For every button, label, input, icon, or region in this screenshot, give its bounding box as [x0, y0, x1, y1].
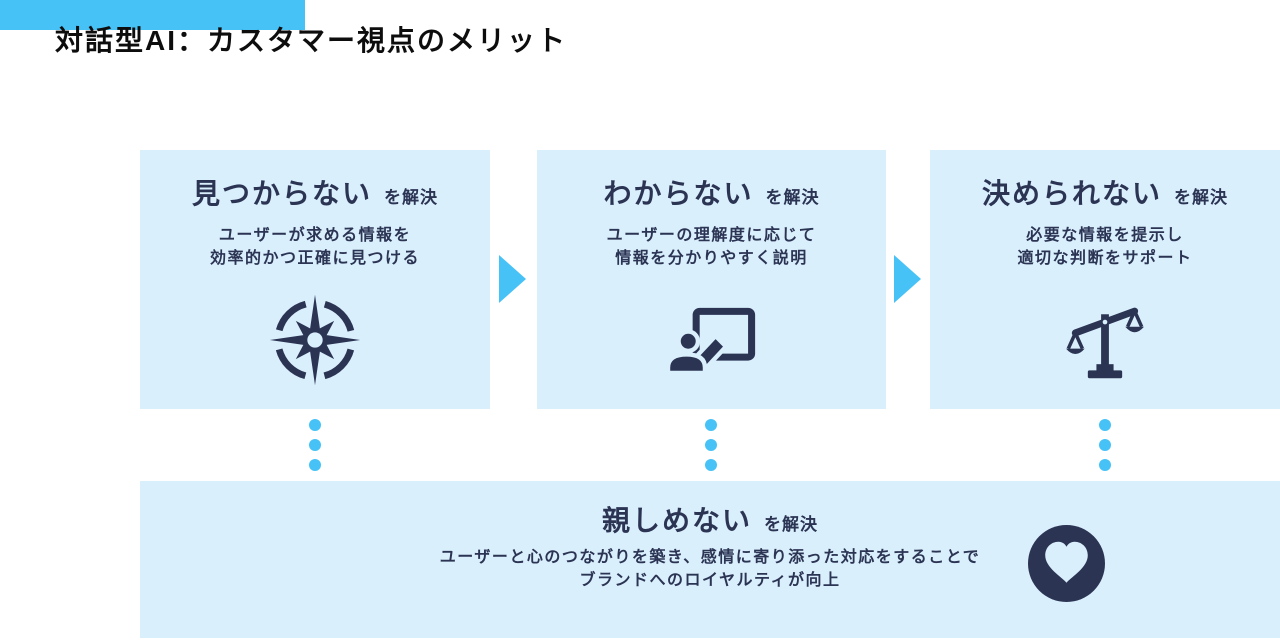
compass-icon [268, 270, 362, 409]
card-cannot-decide: 決められない を解決 必要な情報を提示し 適切な判断をサポート [930, 150, 1280, 409]
card-problem-label: 決められない [981, 178, 1162, 209]
desc-line: 情報を分かりやすく説明 [615, 250, 808, 268]
card-description: 必要な情報を提示し 適切な判断をサポート [1017, 224, 1192, 270]
desc-line: 適切な判断をサポート [1017, 250, 1193, 268]
dot [705, 419, 717, 431]
card-not-understood: わからない を解決 ユーザーの理解度に応じて 情報を分かりやすく説明 [537, 150, 886, 409]
card-heading: わからない を解決 [603, 172, 819, 212]
heart-icon [1028, 525, 1105, 602]
card-description: ユーザーと心のつながりを築き、感情に寄り添った対応をすることで ブランドへのロイ… [440, 547, 981, 592]
card-description: ユーザーが求める情報を 効率的かつ正確に見つける [210, 224, 420, 270]
dot [309, 439, 321, 451]
arrow-right-icon [499, 255, 526, 303]
card-solve-label: を解決 [765, 188, 820, 207]
page-title: 対話型AI：カスタマー視点のメリット [55, 25, 568, 56]
dot [705, 459, 717, 471]
card-heading: 親しめない を解決 [602, 499, 818, 539]
card-solve-label: を解決 [1174, 188, 1228, 207]
card-problem-label: 見つからない [191, 178, 372, 209]
card-not-found: 見つからない を解決 ユーザーが求める情報を 効率的かつ正確に見つける [140, 150, 490, 409]
desc-line: 効率的かつ正確に見つける [209, 250, 420, 268]
desc-line: ユーザーが求める情報を [218, 227, 412, 244]
desc-line: ブランドへのロイヤルティが向上 [579, 571, 841, 589]
card-heading: 見つからない を解決 [192, 172, 438, 212]
balance-scale-icon [1066, 270, 1144, 409]
dot [1099, 459, 1111, 471]
dot [309, 459, 321, 471]
card-not-familiar: 親しめない を解決 ユーザーと心のつながりを築き、感情に寄り添った対応をすること… [140, 481, 1280, 638]
card-description: ユーザーの理解度に応じて 情報を分かりやすく説明 [607, 224, 817, 270]
dots-connector [309, 419, 321, 471]
dot [1099, 419, 1111, 431]
presenter-icon [667, 270, 756, 409]
arrow-right-icon [894, 255, 921, 303]
dots-connector [705, 419, 717, 471]
card-problem-label: わからない [603, 178, 754, 209]
dot [309, 419, 321, 431]
card-solve-label: を解決 [384, 188, 438, 207]
desc-line: ユーザーの理解度に応じて [606, 227, 817, 244]
title-highlight-bar [0, 0, 305, 30]
card-problem-label: 親しめない [601, 505, 752, 536]
dot [705, 439, 717, 451]
desc-line: ユーザーと心のつながりを築き、感情に寄り添った対応をすることで [439, 549, 981, 566]
dots-connector [1099, 419, 1111, 471]
card-heading: 決められない を解決 [982, 172, 1228, 212]
dot [1099, 439, 1111, 451]
desc-line: 必要な情報を提示し [1026, 227, 1184, 244]
card-solve-label: を解決 [764, 515, 818, 534]
